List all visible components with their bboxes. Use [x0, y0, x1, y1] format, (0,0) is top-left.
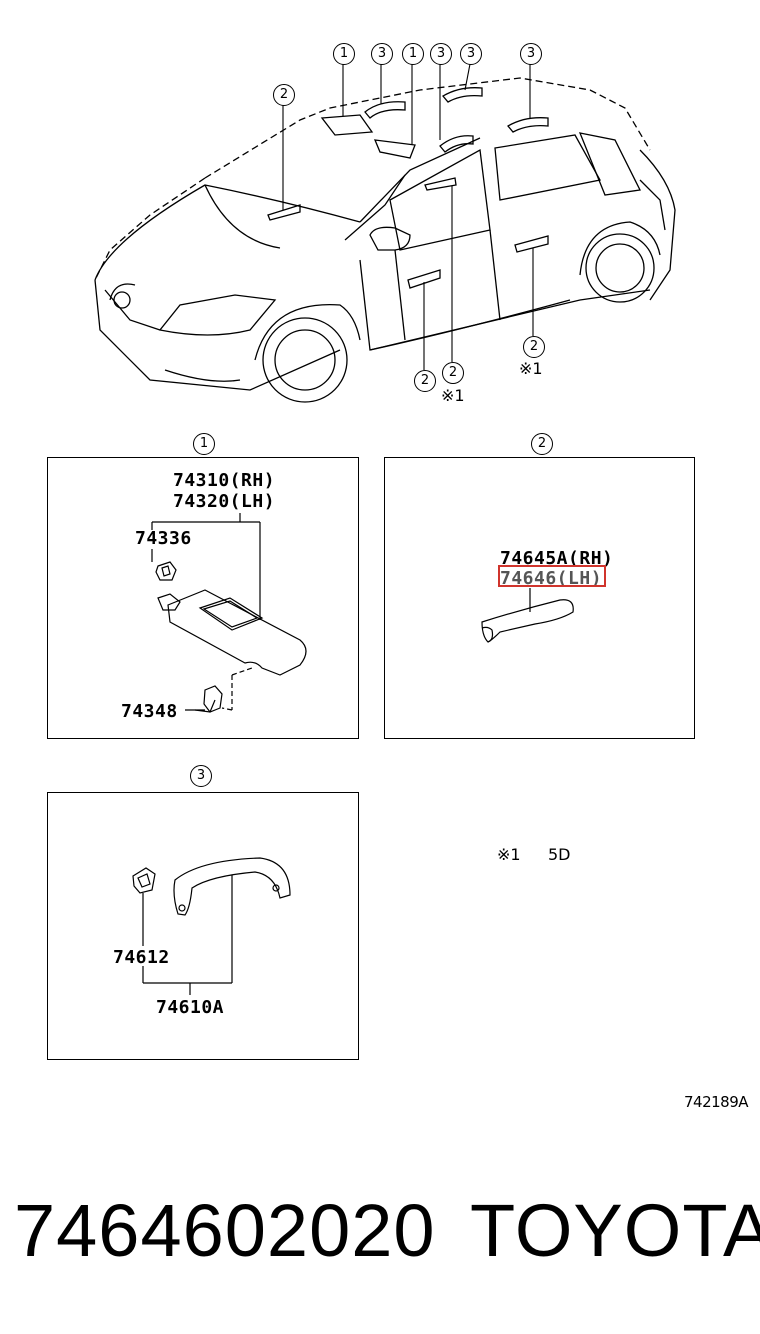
- grip-panel: [384, 457, 695, 739]
- panel-header-bubble-1: 1: [193, 433, 215, 455]
- part-number-title: 7464602020: [14, 1189, 436, 1272]
- diagram-code: 742189A: [684, 1093, 749, 1111]
- sun-visor-panel: [47, 457, 359, 739]
- part-label-74612: 74612: [113, 947, 170, 968]
- part-label-74336: 74336: [135, 528, 192, 549]
- assist-grip-panel: [47, 792, 359, 1060]
- callout-bubble-2: 2: [414, 370, 436, 392]
- callout-bubble-3: 3: [430, 43, 452, 65]
- callout-bubble-1: 1: [333, 43, 355, 65]
- part-label-74645A: 74645A(RH): [500, 548, 614, 569]
- callout-bubble-3: 3: [460, 43, 482, 65]
- part-label-74348: 74348: [121, 701, 178, 722]
- note-mark: ※1: [519, 359, 543, 378]
- part-label-74646: 74646(LH): [500, 568, 603, 589]
- note-mark: ※1: [441, 386, 465, 405]
- part-label-74310: 74310(RH): [173, 470, 276, 491]
- callout-bubble-2: 2: [273, 84, 295, 106]
- grip-illustration: [481, 588, 574, 643]
- footnote-text: 5D: [548, 845, 571, 864]
- car-overview-illustration: [94, 63, 676, 403]
- sun-visor-illustration: [151, 513, 307, 713]
- part-label-74320: 74320(LH): [173, 491, 276, 512]
- callout-bubble-3: 3: [371, 43, 393, 65]
- callout-bubble-2: 2: [523, 336, 545, 358]
- callout-bubble-2: 2: [442, 362, 464, 384]
- footnote-mark: ※1: [497, 845, 521, 864]
- panel-header-bubble-3: 3: [190, 765, 212, 787]
- part-highlight-box: [498, 565, 606, 587]
- callout-bubble-1: 1: [402, 43, 424, 65]
- brand-title: TOYOTA: [470, 1189, 760, 1272]
- panel-header-bubble-2: 2: [531, 433, 553, 455]
- assist-grip-illustration: [132, 857, 291, 995]
- part-label-74610A: 74610A: [156, 997, 225, 1018]
- callout-bubble-3: 3: [520, 43, 542, 65]
